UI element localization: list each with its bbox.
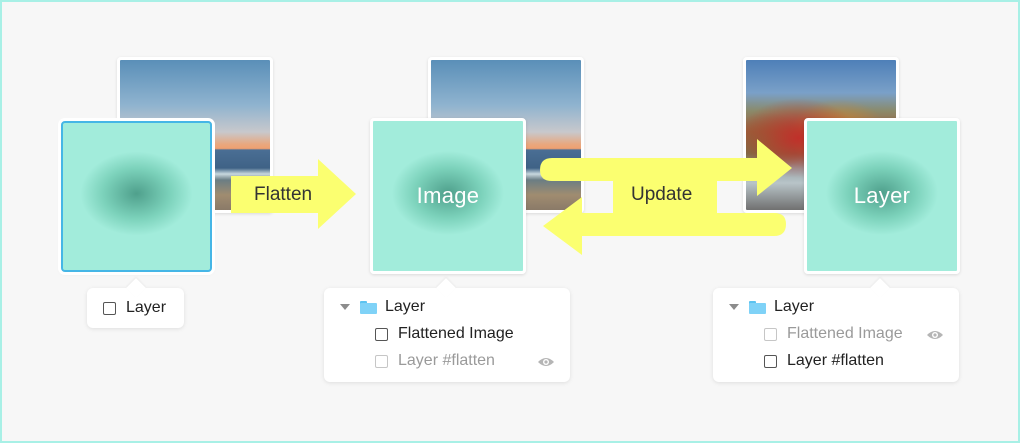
stage3-layer-tile: Layer	[804, 118, 960, 274]
flattened-image-checkbox[interactable]	[375, 327, 388, 341]
disclosure-triangle-icon[interactable]	[729, 304, 739, 310]
update-arrow-back	[543, 197, 786, 255]
flattened-image-row[interactable]: Flattened Image	[764, 323, 903, 345]
stage3-tile-label: Layer	[853, 183, 911, 208]
group-row[interactable]: Layer	[729, 296, 814, 318]
flatten-label: Flatten	[254, 184, 313, 205]
eye-icon[interactable]	[537, 356, 555, 368]
flattened-image-label: Flattened Image	[398, 325, 514, 342]
eye-icon[interactable]	[926, 329, 944, 341]
group-label: Layer	[774, 298, 815, 315]
layer-checkbox[interactable]	[103, 301, 116, 315]
stage1-layer-tile	[61, 121, 212, 272]
layer-flatten-checkbox[interactable]	[764, 354, 777, 368]
stage2-tile-label: Image	[416, 183, 480, 208]
disclosure-triangle-icon[interactable]	[340, 304, 350, 310]
update-label: Update	[631, 184, 693, 205]
stage2-image-tile: Image	[370, 118, 526, 274]
flattened-image-checkbox[interactable]	[764, 327, 777, 341]
flattened-image-row[interactable]: Flattened Image	[375, 323, 514, 345]
layer-flatten-label: Layer #flatten	[398, 352, 495, 369]
layer-row-label: Layer	[126, 299, 167, 316]
folder-icon	[360, 300, 377, 314]
stage1-layers-panel: Layer	[87, 288, 184, 328]
flatten-arrow	[231, 159, 356, 229]
folder-icon	[749, 300, 766, 314]
layer-flatten-label: Layer #flatten	[787, 352, 884, 369]
layer-flatten-row[interactable]: Layer #flatten	[764, 350, 884, 372]
stage2-layers-panel: Layer Flattened Image Layer #flatten	[324, 288, 570, 382]
layer-row[interactable]: Layer	[103, 297, 166, 319]
stage3-layers-panel: Layer Flattened Image Layer #flatten	[713, 288, 959, 382]
flattened-image-label: Flattened Image	[787, 325, 903, 342]
layer-flatten-checkbox[interactable]	[375, 354, 388, 368]
group-label: Layer	[385, 298, 426, 315]
update-arrow-forward	[540, 139, 792, 210]
group-row[interactable]: Layer	[340, 296, 425, 318]
layer-flatten-row[interactable]: Layer #flatten	[375, 350, 495, 372]
